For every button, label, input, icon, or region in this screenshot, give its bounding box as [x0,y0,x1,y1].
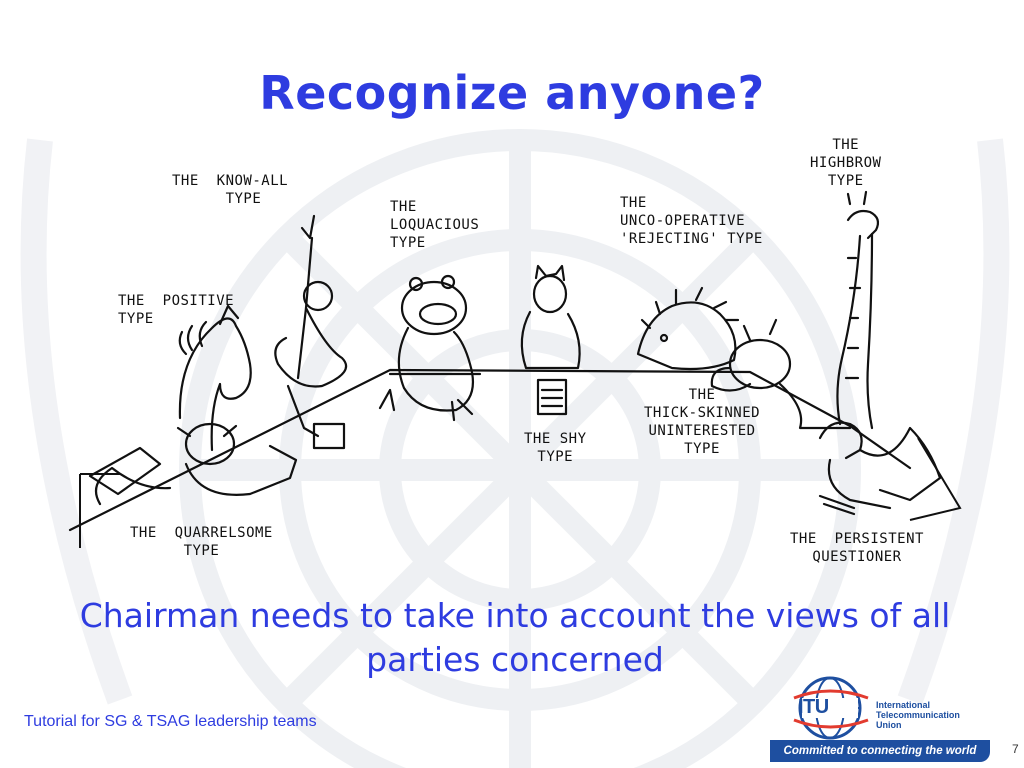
footer-text: Tutorial for SG & TSAG leadership teams [24,713,317,730]
slide-title: Recognize anyone? [259,66,765,120]
label-know-all: THE KNOW-ALL TYPE [172,173,289,207]
label-quarrelsome: THE QUARRELSOME TYPE [130,525,273,559]
label-persistent-questioner: THE PERSISTENT QUESTIONER [790,531,924,565]
label-thick-skinned: THE THICK-SKINNED UNINTERESTED TYPE [644,387,761,457]
itu-org-name: International Telecommunication Union [876,700,960,730]
label-highbrow: THE HIGHBROW TYPE [810,137,882,189]
slide-subtitle: Chairman needs to take into account the … [79,596,951,679]
itu-globe-icon [793,676,869,740]
label-positive: THE POSITIVE TYPE [118,293,235,327]
itu-logo: ITU International Telecommunication Unio… [770,668,1010,768]
label-shy: THE SHY TYPE [524,431,587,465]
meeting-cartoon: THE KNOW-ALL TYPE THE POSITIVE TYPE THE … [60,128,980,588]
label-loquacious: THE LOQUACIOUS TYPE [390,199,480,251]
itu-acronym: ITU [798,696,829,718]
page-number: 7 [1012,742,1019,756]
itu-tagline: Committed to connecting the world [770,740,990,762]
cartoon-drawing [68,190,962,548]
label-unco-operative: THE UNCO-OPERATIVE 'REJECTING' TYPE [620,195,763,247]
